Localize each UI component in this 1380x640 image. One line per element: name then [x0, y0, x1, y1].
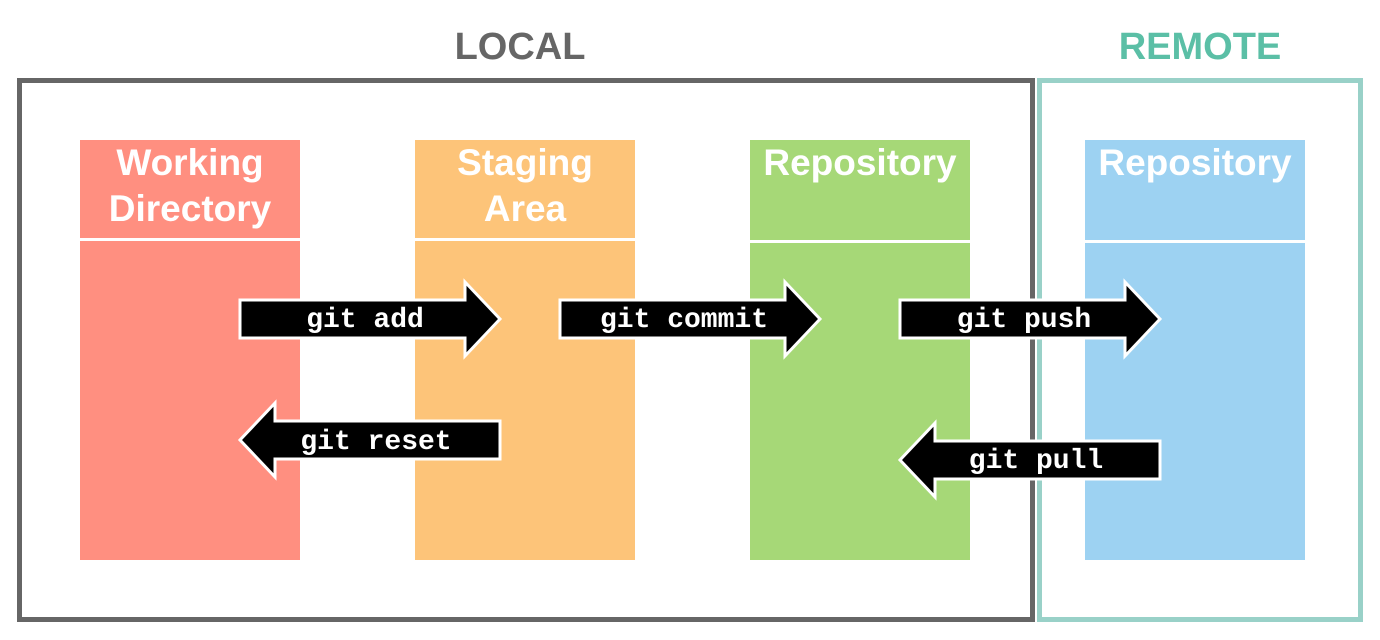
remote-repository-column: Repository	[1085, 140, 1305, 560]
local-frame	[17, 78, 1035, 622]
git-push-arrow: git push	[898, 278, 1163, 360]
git-reset-label: git reset	[300, 427, 451, 458]
working-directory-column: Working Directory	[80, 140, 300, 560]
working-directory-header: Working Directory	[80, 140, 300, 238]
git-add-label: git add	[306, 305, 424, 336]
staging-area-divider	[415, 238, 635, 241]
working-directory-divider	[80, 238, 300, 241]
staging-area-title-line-1: Staging	[457, 142, 593, 183]
local-section-title: LOCAL	[454, 26, 586, 68]
staging-area-title-line-2: Area	[483, 188, 567, 229]
working-directory-title-line-2: Directory	[108, 188, 272, 229]
working-directory-title-line-1: Working	[116, 142, 264, 183]
git-push-label: git push	[957, 305, 1091, 336]
git-reset-arrow: git reset	[237, 399, 502, 481]
staging-area-header: Staging Area	[415, 140, 635, 238]
git-add-arrow: git add	[238, 278, 503, 360]
staging-area-column: Staging Area	[415, 140, 635, 560]
remote-frame	[1037, 78, 1363, 622]
remote-repository-divider	[1085, 240, 1305, 243]
git-pull-label: git pull	[969, 446, 1103, 477]
local-repository-divider	[750, 240, 970, 243]
local-repository-title: Repository	[763, 142, 957, 183]
git-commit-label: git commit	[600, 305, 768, 336]
remote-section-title: REMOTE	[1118, 26, 1282, 68]
git-commit-arrow: git commit	[558, 278, 823, 360]
remote-repository-header: Repository	[1085, 140, 1305, 238]
remote-repository-title: Repository	[1098, 142, 1292, 183]
git-pull-arrow: git pull	[897, 419, 1162, 501]
local-repository-header: Repository	[750, 140, 970, 238]
